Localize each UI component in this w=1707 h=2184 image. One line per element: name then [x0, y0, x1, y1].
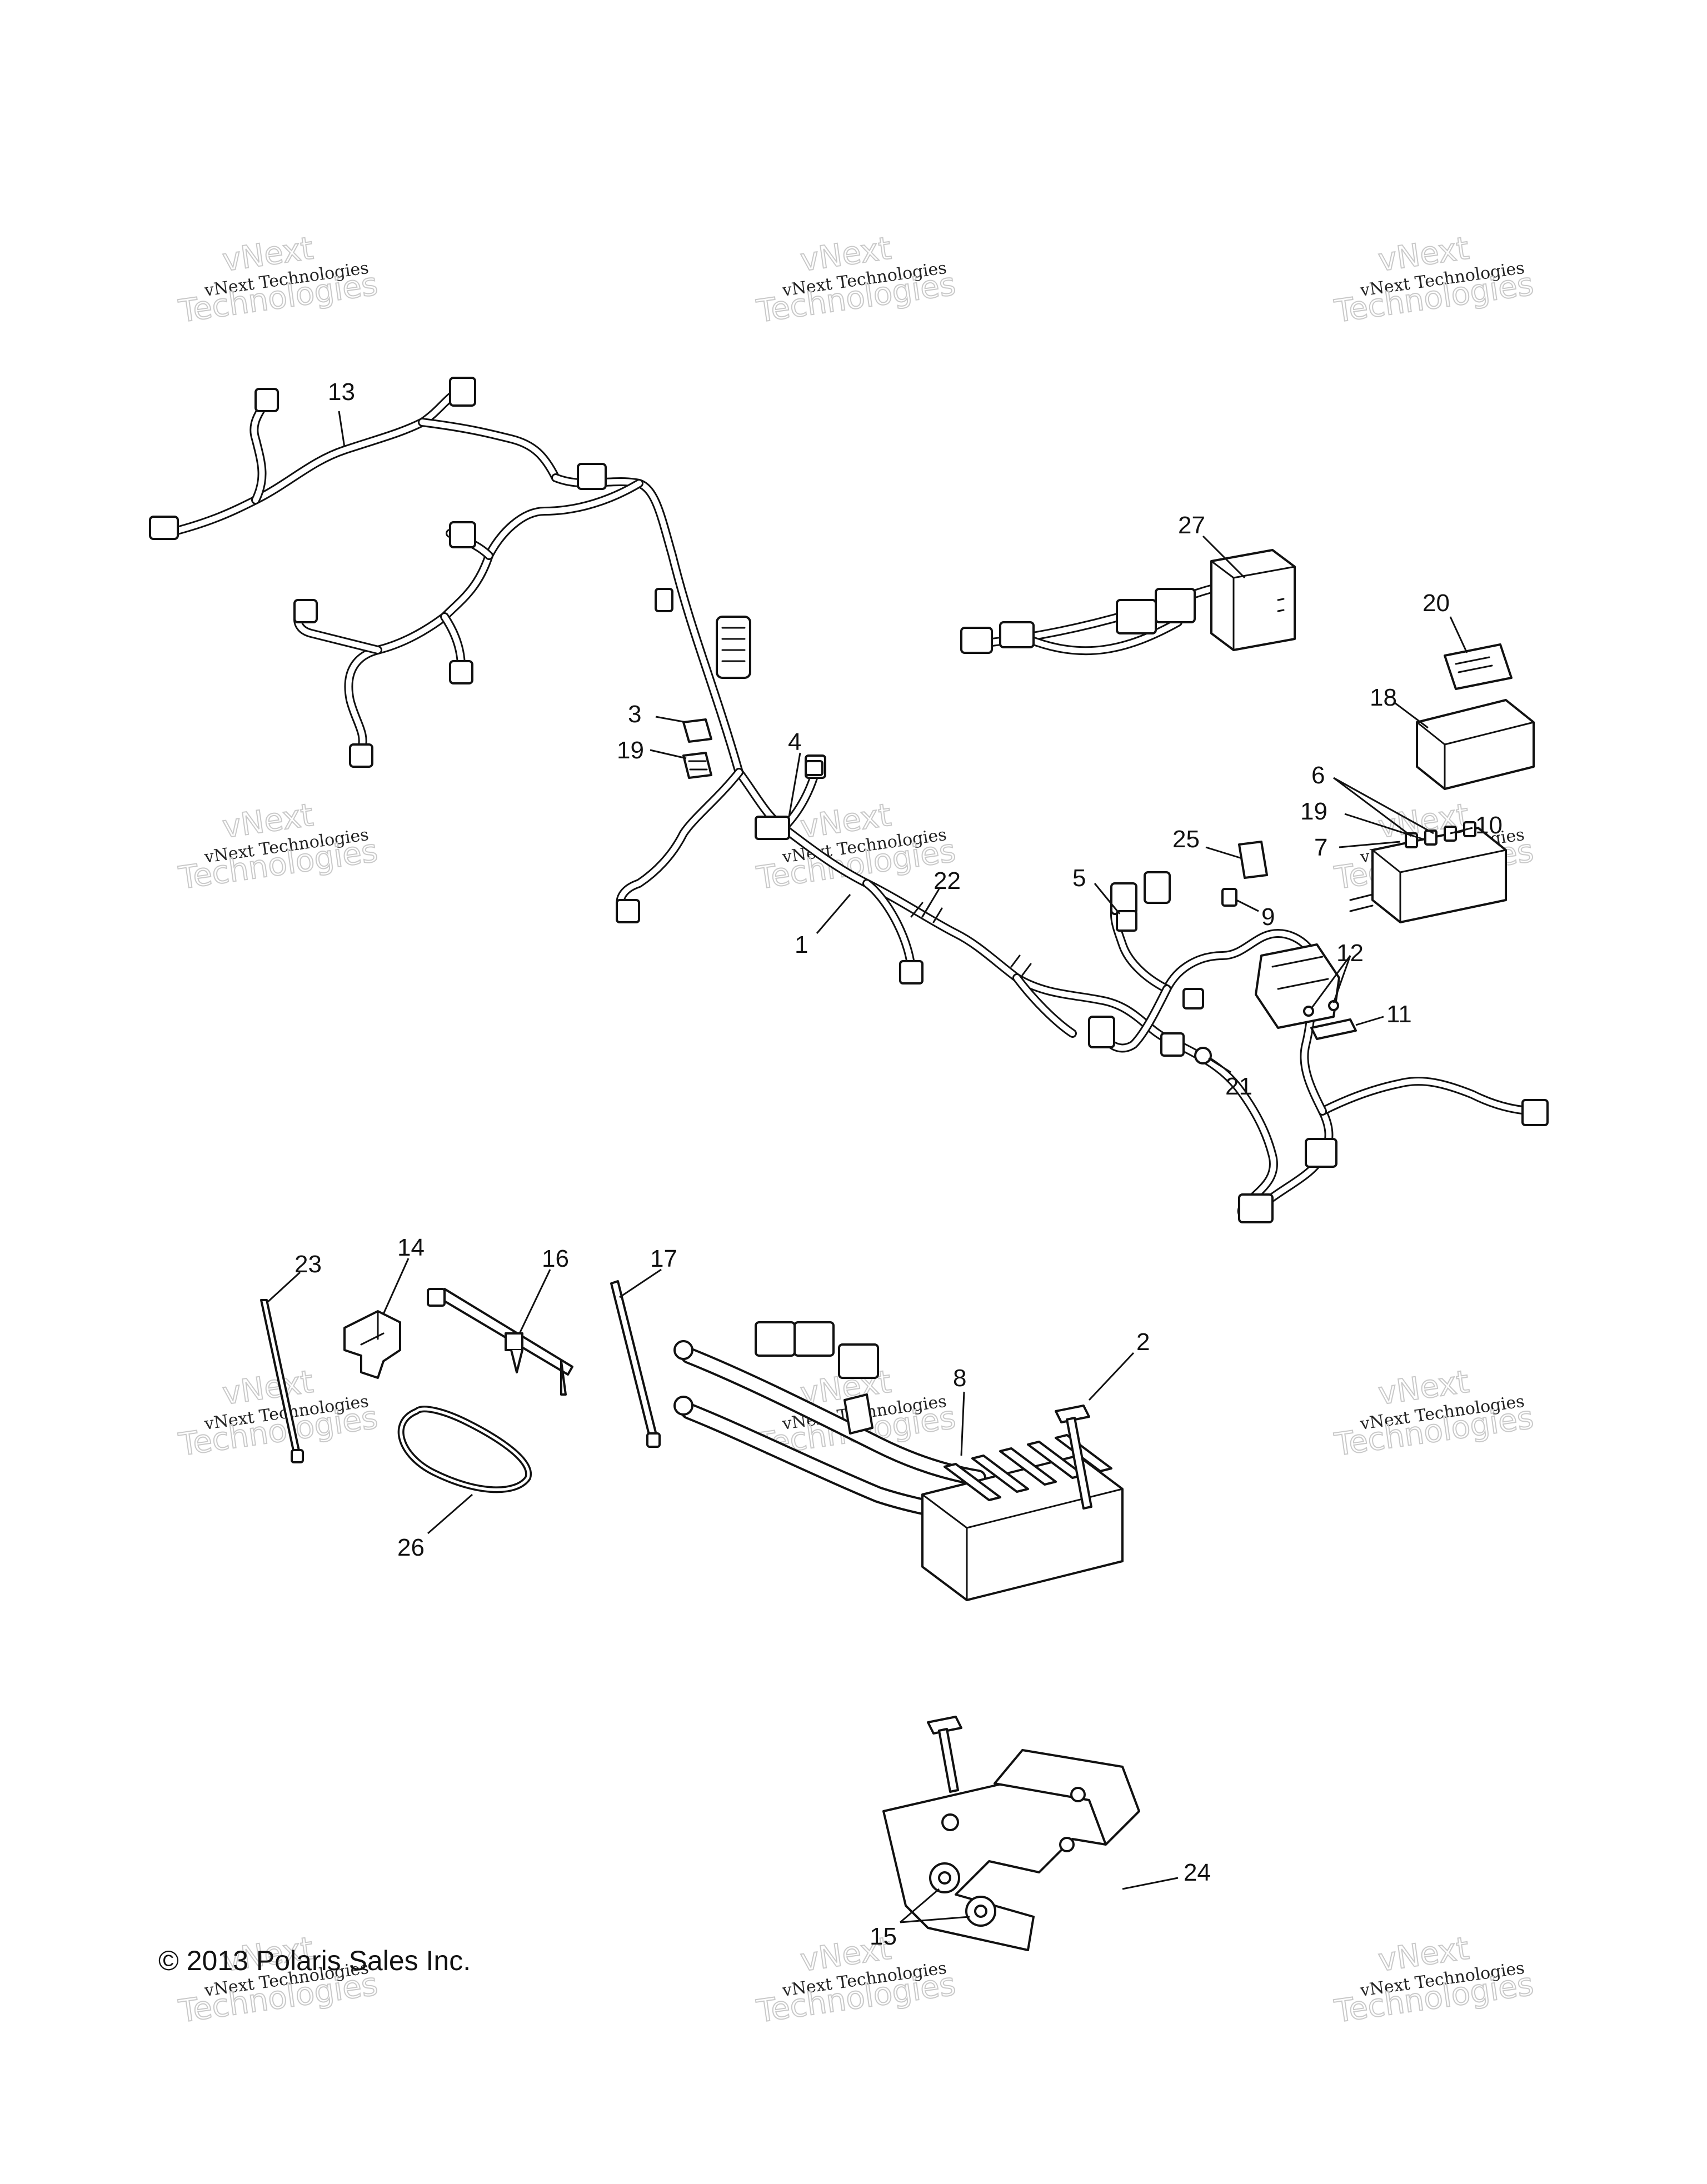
callout-25: 25: [1172, 826, 1242, 859]
svg-text:14: 14: [397, 1234, 425, 1261]
svg-text:10: 10: [1475, 812, 1503, 839]
svg-text:17: 17: [650, 1245, 677, 1272]
part-24-mounting-bracket: [882, 1716, 1140, 1951]
part-4-connector: [805, 760, 823, 776]
callout-24: 24: [1122, 1859, 1211, 1890]
svg-text:1: 1: [795, 931, 808, 958]
svg-text:23: 23: [295, 1251, 322, 1278]
callout-27: 27: [1178, 512, 1246, 579]
part-1-main-harness: [616, 754, 1549, 1223]
watermark-bottom-right: vNext vNext Technologies Technologies: [1331, 1930, 1536, 2031]
callout-21: 21: [1208, 1057, 1252, 1100]
watermark-mid-left: vNext vNext Technologies Technologies: [176, 797, 380, 897]
callout-17: 17: [619, 1245, 677, 1298]
svg-text:2: 2: [1136, 1328, 1150, 1356]
callout-19-right: 19: [1300, 798, 1423, 840]
callout-14: 14: [382, 1234, 425, 1315]
callout-26: 26: [397, 1493, 473, 1561]
callout-7: 7: [1314, 834, 1401, 861]
callout-18: 18: [1370, 684, 1429, 729]
callout-23: 23: [266, 1251, 322, 1304]
callout-2: 2: [1088, 1328, 1150, 1401]
part-23-cable-tie: [260, 1299, 304, 1463]
part-27-jumper-harness: [960, 549, 1296, 656]
watermark-top-left: vNext vNext Technologies Technologies: [176, 230, 380, 331]
callout-10: 10: [1450, 812, 1503, 839]
watermark-top-right: vNext vNext Technologies Technologies: [1331, 230, 1536, 331]
svg-text:12: 12: [1336, 939, 1364, 967]
watermark-lower-left: vNext vNext Technologies Technologies: [176, 1363, 380, 1464]
part-2-bolt: [1055, 1405, 1092, 1510]
callout-11: 11: [1355, 1001, 1412, 1028]
part-20-label: [1444, 643, 1513, 690]
svg-text:26: 26: [397, 1534, 425, 1561]
callout-20: 20: [1422, 589, 1468, 653]
part-11-bracket: [1310, 1018, 1357, 1040]
callout-16: 16: [518, 1245, 569, 1334]
callout-15: 15: [870, 1888, 970, 1950]
svg-text:8: 8: [953, 1365, 966, 1392]
svg-text:27: 27: [1178, 512, 1205, 539]
svg-text:7: 7: [1314, 834, 1327, 861]
part-12-screws: [1303, 1000, 1339, 1017]
svg-text:16: 16: [542, 1245, 569, 1272]
part-9-fuse: [1221, 888, 1237, 907]
svg-text:9: 9: [1261, 903, 1275, 931]
svg-text:4: 4: [788, 728, 801, 756]
callout-3: 3: [628, 701, 687, 728]
part-21-cap: [1194, 1047, 1212, 1064]
part-5-connector: [1116, 910, 1137, 932]
svg-text:19: 19: [617, 737, 644, 764]
watermark-bottom-center: vNext vNext Technologies Technologies: [753, 1930, 958, 2031]
callout-9: 9: [1236, 899, 1275, 931]
watermark-lower-right: vNext vNext Technologies Technologies: [1331, 1363, 1536, 1464]
callout-4: 4: [788, 728, 801, 817]
part-16-push-mount-tie: [427, 1288, 573, 1396]
svg-text:25: 25: [1172, 826, 1200, 853]
callout-22: 22: [921, 867, 961, 917]
svg-text:18: 18: [1370, 684, 1397, 711]
svg-text:21: 21: [1225, 1073, 1252, 1100]
svg-text:3: 3: [628, 701, 641, 728]
part-14-clip: [343, 1310, 401, 1379]
part-18-fuse-box-cover: [1416, 699, 1535, 790]
callout-19-left: 19: [617, 737, 687, 764]
copyright-notice: © 2013 Polaris Sales Inc.: [158, 1945, 471, 1976]
part-fuse-block: [1349, 821, 1507, 923]
part-17-cable-tie: [610, 1280, 661, 1448]
callout-5: 5: [1072, 864, 1121, 914]
callout-1: 1: [795, 894, 851, 958]
part-25-relay: [1238, 841, 1268, 879]
svg-text:15: 15: [870, 1923, 897, 1950]
part-8-voltage-regulator: [673, 1321, 1124, 1601]
callout-6: 6: [1311, 762, 1434, 837]
callout-13: 13: [328, 378, 355, 448]
callout-12: 12: [1310, 939, 1364, 1009]
part-22-clip: [910, 902, 924, 918]
part-26-loop-tie: [397, 1406, 532, 1493]
svg-text:24: 24: [1184, 1859, 1211, 1886]
svg-text:13: 13: [328, 378, 355, 406]
svg-text:19: 19: [1300, 798, 1327, 825]
svg-text:22: 22: [934, 867, 961, 894]
part-3-relay: [682, 718, 712, 743]
callout-8: 8: [953, 1365, 966, 1456]
svg-text:11: 11: [1386, 1001, 1412, 1028]
svg-text:5: 5: [1072, 864, 1086, 892]
watermark-top-center: vNext vNext Technologies Technologies: [753, 230, 958, 331]
part-13-front-harness: [149, 377, 751, 777]
svg-text:20: 20: [1422, 589, 1450, 617]
part-15-nuts: [929, 1862, 996, 1927]
part-19-relay-left: [682, 752, 712, 779]
svg-text:6: 6: [1311, 762, 1325, 789]
